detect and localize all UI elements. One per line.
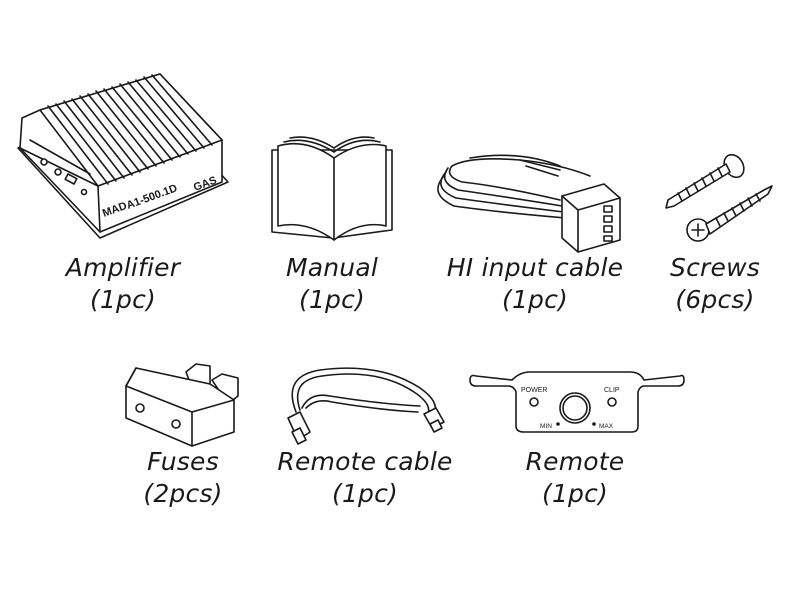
caption-hi-input-cable-qty: (1pc): [501, 285, 569, 314]
caption-remote: Remote (1pc): [510, 446, 640, 510]
caption-screws-qty: (6pcs): [675, 285, 755, 314]
caption-remote-cable-qty: (1pc): [331, 479, 399, 508]
amplifier-brand: GAS: [192, 174, 219, 193]
caption-remote-cable-name: Remote cable: [277, 447, 453, 476]
remote-max-label: MAX: [599, 423, 614, 430]
caption-amplifier: Amplifier (1pc): [48, 252, 198, 316]
caption-hi-input-cable: HI input cable (1pc): [440, 252, 630, 316]
caption-remote-name: Remote: [525, 447, 625, 476]
caption-fuses: Fuses (2pcs): [118, 446, 248, 510]
remote-min-label: MIN: [540, 423, 552, 430]
amplifier-model-prefix: MAD: [101, 200, 129, 220]
amplifier-model: A1-500.1D: [125, 182, 179, 211]
caption-manual-qty: (1pc): [298, 285, 366, 314]
caption-fuses-qty: (2pcs): [143, 479, 223, 508]
caption-amplifier-name: Amplifier: [65, 253, 181, 282]
caption-screws-name: Screws: [670, 253, 760, 282]
caption-remote-cable: Remote cable (1pc): [270, 446, 460, 510]
caption-amplifier-qty: (1pc): [89, 285, 157, 314]
caption-remote-qty: (1pc): [541, 479, 609, 508]
caption-manual-name: Manual: [285, 253, 379, 282]
remote-clip-label: CLIP: [604, 387, 620, 394]
caption-hi-input-cable-name: HI input cable: [446, 253, 624, 282]
caption-screws: Screws (6pcs): [650, 252, 780, 316]
caption-fuses-name: Fuses: [147, 447, 219, 476]
caption-manual: Manual (1pc): [262, 252, 402, 316]
remote-power-label: POWER: [521, 387, 547, 394]
